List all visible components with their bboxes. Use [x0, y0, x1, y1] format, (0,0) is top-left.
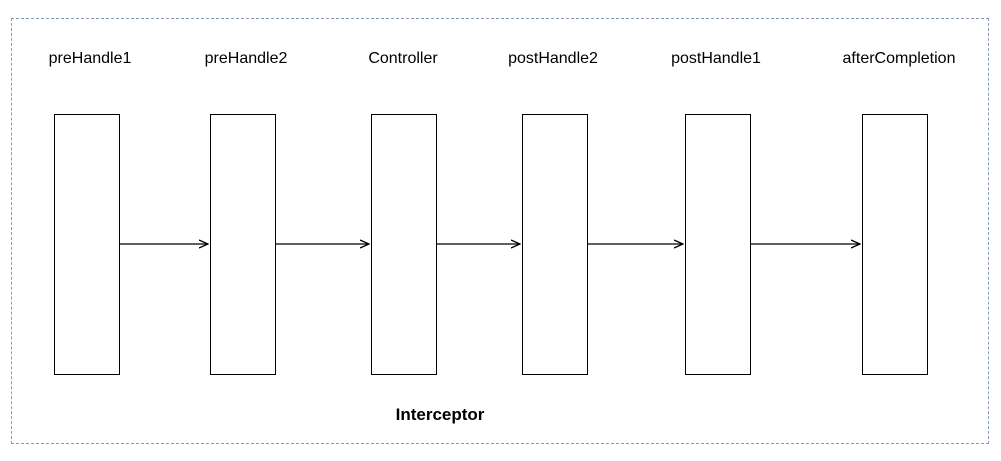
stage-label-aftercompletion: afterCompletion [842, 50, 956, 67]
stage-box-prehandle2 [210, 114, 276, 375]
stage-label-posthandle1: postHandle1 [671, 50, 761, 67]
diagram-frame [11, 18, 989, 444]
stage-box-posthandle2 [522, 114, 588, 375]
stage-label-controller: Controller [368, 50, 438, 67]
stage-label-prehandle1: preHandle1 [48, 50, 132, 67]
stage-box-prehandle1 [54, 114, 120, 375]
stage-box-controller [371, 114, 437, 375]
diagram-caption: Interceptor [395, 405, 485, 424]
stage-box-posthandle1 [685, 114, 751, 375]
stage-label-posthandle2: postHandle2 [508, 50, 598, 67]
stage-label-prehandle2: preHandle2 [204, 50, 288, 67]
stage-box-aftercompletion [862, 114, 928, 375]
